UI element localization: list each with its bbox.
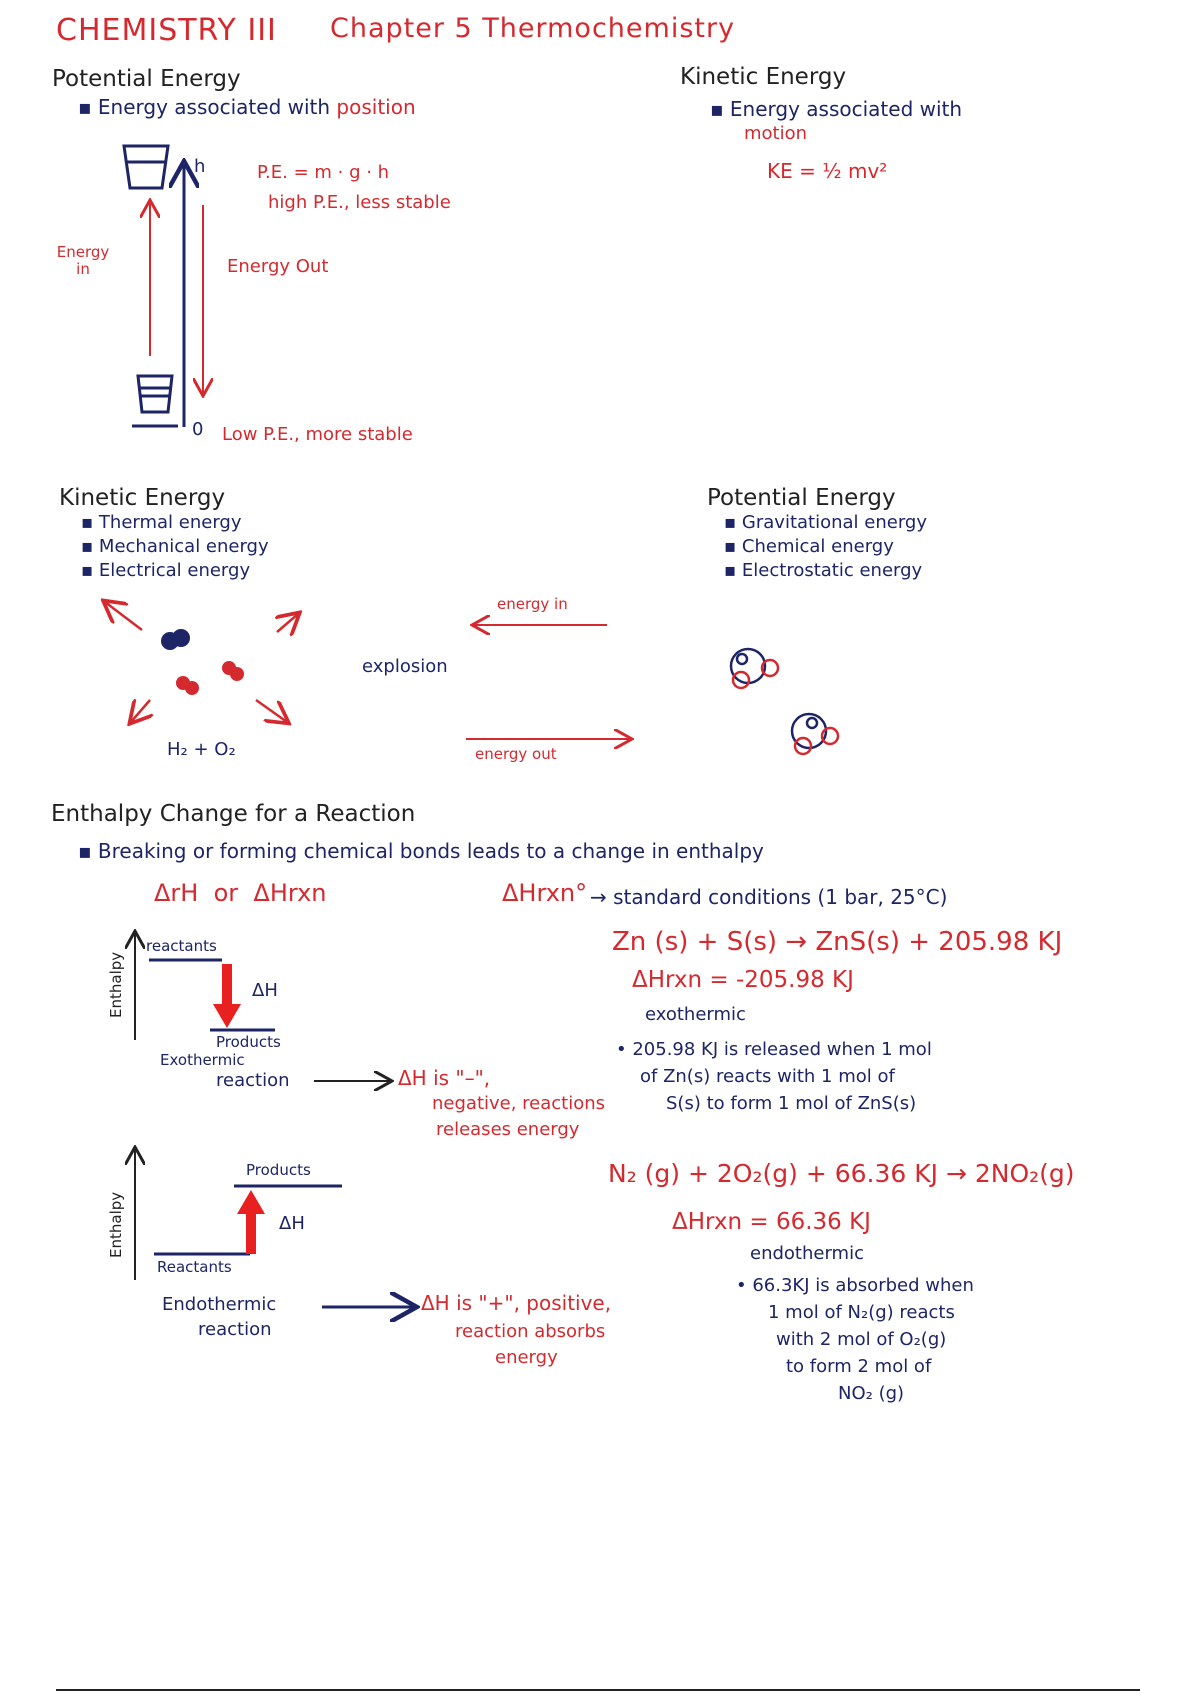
ke-formula: KE = ½ mv² <box>767 159 888 183</box>
water-molecule-icon <box>729 647 840 756</box>
exo-sign: ΔH is "–", <box>398 1066 491 1090</box>
low-pe-note: Low P.E., more stable <box>222 424 413 445</box>
pe-heading: Potential Energy <box>52 66 241 92</box>
high-pe-note: high P.E., less stable <box>268 192 451 213</box>
energy-in-label: Energy in <box>56 243 110 278</box>
exo-axis-label: Enthalpy <box>107 951 125 1018</box>
exo-explanation-1: • 205.98 KJ is released when 1 mol <box>616 1039 932 1060</box>
endo-explanation-4: to form 2 mol of <box>786 1356 932 1377</box>
exo-explanation-3: S(s) to form 1 mol of ZnS(s) <box>666 1093 917 1114</box>
endo-sign-desc-1: reaction absorbs <box>455 1321 606 1342</box>
chapter-title: Chapter 5 Thermochemistry <box>330 13 736 44</box>
pe-bullet: ▪ Energy associated with position <box>78 96 416 118</box>
standard-symbol: ΔHrxn° <box>502 879 588 907</box>
cup-icon-top <box>122 144 170 190</box>
endo-explanation-1: • 66.3KJ is absorbed when <box>736 1275 974 1296</box>
kinetic-type-item: ▪ Electrical energy <box>81 560 251 581</box>
course-title: CHEMISTRY III <box>56 13 277 48</box>
exo-type: exothermic <box>645 1004 746 1025</box>
energy-out-label-2: energy out <box>475 745 557 763</box>
molecule-o2-icon <box>176 661 244 695</box>
potential-types-heading: Potential Energy <box>707 485 896 511</box>
endo-products-label: Products <box>246 1161 311 1179</box>
endo-dh-label: ΔH <box>279 1213 305 1234</box>
exo-sign-desc-1: negative, reactions <box>432 1093 606 1114</box>
reactants-formula: H₂ + O₂ <box>167 739 236 760</box>
potential-type-item: ▪ Gravitational energy <box>724 512 927 533</box>
exo-sign-desc-2: releases energy <box>436 1119 580 1140</box>
endo-equation: N₂ (g) + 2O₂(g) + 66.36 KJ → 2NO₂(g) <box>608 1159 1075 1188</box>
exo-dh-arrow <box>213 964 241 1028</box>
ke-bullet: ▪ Energy associated with <box>710 97 963 121</box>
axis-top-label: h <box>194 156 206 177</box>
endo-sign-desc-2: energy <box>495 1347 558 1368</box>
pe-bullet-highlight: position <box>336 95 416 119</box>
ke-bullet-highlight: motion <box>744 123 808 144</box>
scatter-arrow <box>131 700 150 722</box>
endo-reaction-label-2: reaction <box>198 1319 272 1340</box>
exo-equation: Zn (s) + S(s) → ZnS(s) + 205.98 KJ <box>612 927 1063 957</box>
exo-explanation-2: of Zn(s) reacts with 1 mol of <box>640 1066 895 1087</box>
exo-dh-value: ΔHrxn = -205.98 KJ <box>632 967 854 993</box>
potential-type-item: ▪ Chemical energy <box>724 536 894 557</box>
energy-in-label-2: energy in <box>497 595 568 613</box>
scatter-arrow <box>255 698 287 722</box>
kinetic-types-heading: Kinetic Energy <box>59 485 226 511</box>
endo-dh-value: ΔHrxn = 66.36 KJ <box>672 1209 871 1235</box>
endo-axis-label: Enthalpy <box>107 1191 125 1258</box>
enthalpy-bullet: ▪ Breaking or forming chemical bonds lea… <box>78 839 764 863</box>
energy-out-label: Energy Out <box>227 256 329 277</box>
endo-explanation-3: with 2 mol of O₂(g) <box>776 1329 947 1350</box>
exo-reaction-label-2: reaction <box>216 1070 290 1091</box>
explosion-label: explosion <box>362 656 448 677</box>
standard-conditions: → standard conditions (1 bar, 25°C) <box>590 885 948 909</box>
kinetic-type-item: ▪ Mechanical energy <box>81 536 269 557</box>
endo-reactants-label: Reactants <box>157 1258 232 1276</box>
axis-bottom-label: 0 <box>192 419 204 440</box>
endo-explanation-2: 1 mol of N₂(g) reacts <box>768 1302 955 1323</box>
endo-type: endothermic <box>750 1243 864 1264</box>
pe-bullet-text: ▪ Energy associated with <box>78 95 331 119</box>
exo-reaction-label-1: Exothermic <box>160 1051 245 1069</box>
endo-dh-arrow <box>237 1190 265 1254</box>
scatter-arrow <box>105 602 143 631</box>
scatter-arrow <box>277 614 298 632</box>
endo-sign: ΔH is "+", positive, <box>421 1291 612 1315</box>
endo-explanation-5: NO₂ (g) <box>838 1383 905 1404</box>
exo-dh-label: ΔH <box>252 980 278 1001</box>
ke-heading: Kinetic Energy <box>680 64 847 90</box>
enthalpy-heading: Enthalpy Change for a Reaction <box>51 801 416 827</box>
enthalpy-notation: ΔrH or ΔHrxn <box>154 879 327 907</box>
potential-type-item: ▪ Electrostatic energy <box>724 560 923 581</box>
exo-products-label: Products <box>216 1033 281 1051</box>
endo-reaction-label-1: Endothermic <box>162 1294 277 1315</box>
cup-icon-bottom <box>132 374 178 428</box>
kinetic-type-item: ▪ Thermal energy <box>81 512 242 533</box>
pe-formula: P.E. = m · g · h <box>257 162 390 183</box>
molecule-h2-icon <box>161 629 190 650</box>
exo-reactants-label: reactants <box>146 937 217 955</box>
